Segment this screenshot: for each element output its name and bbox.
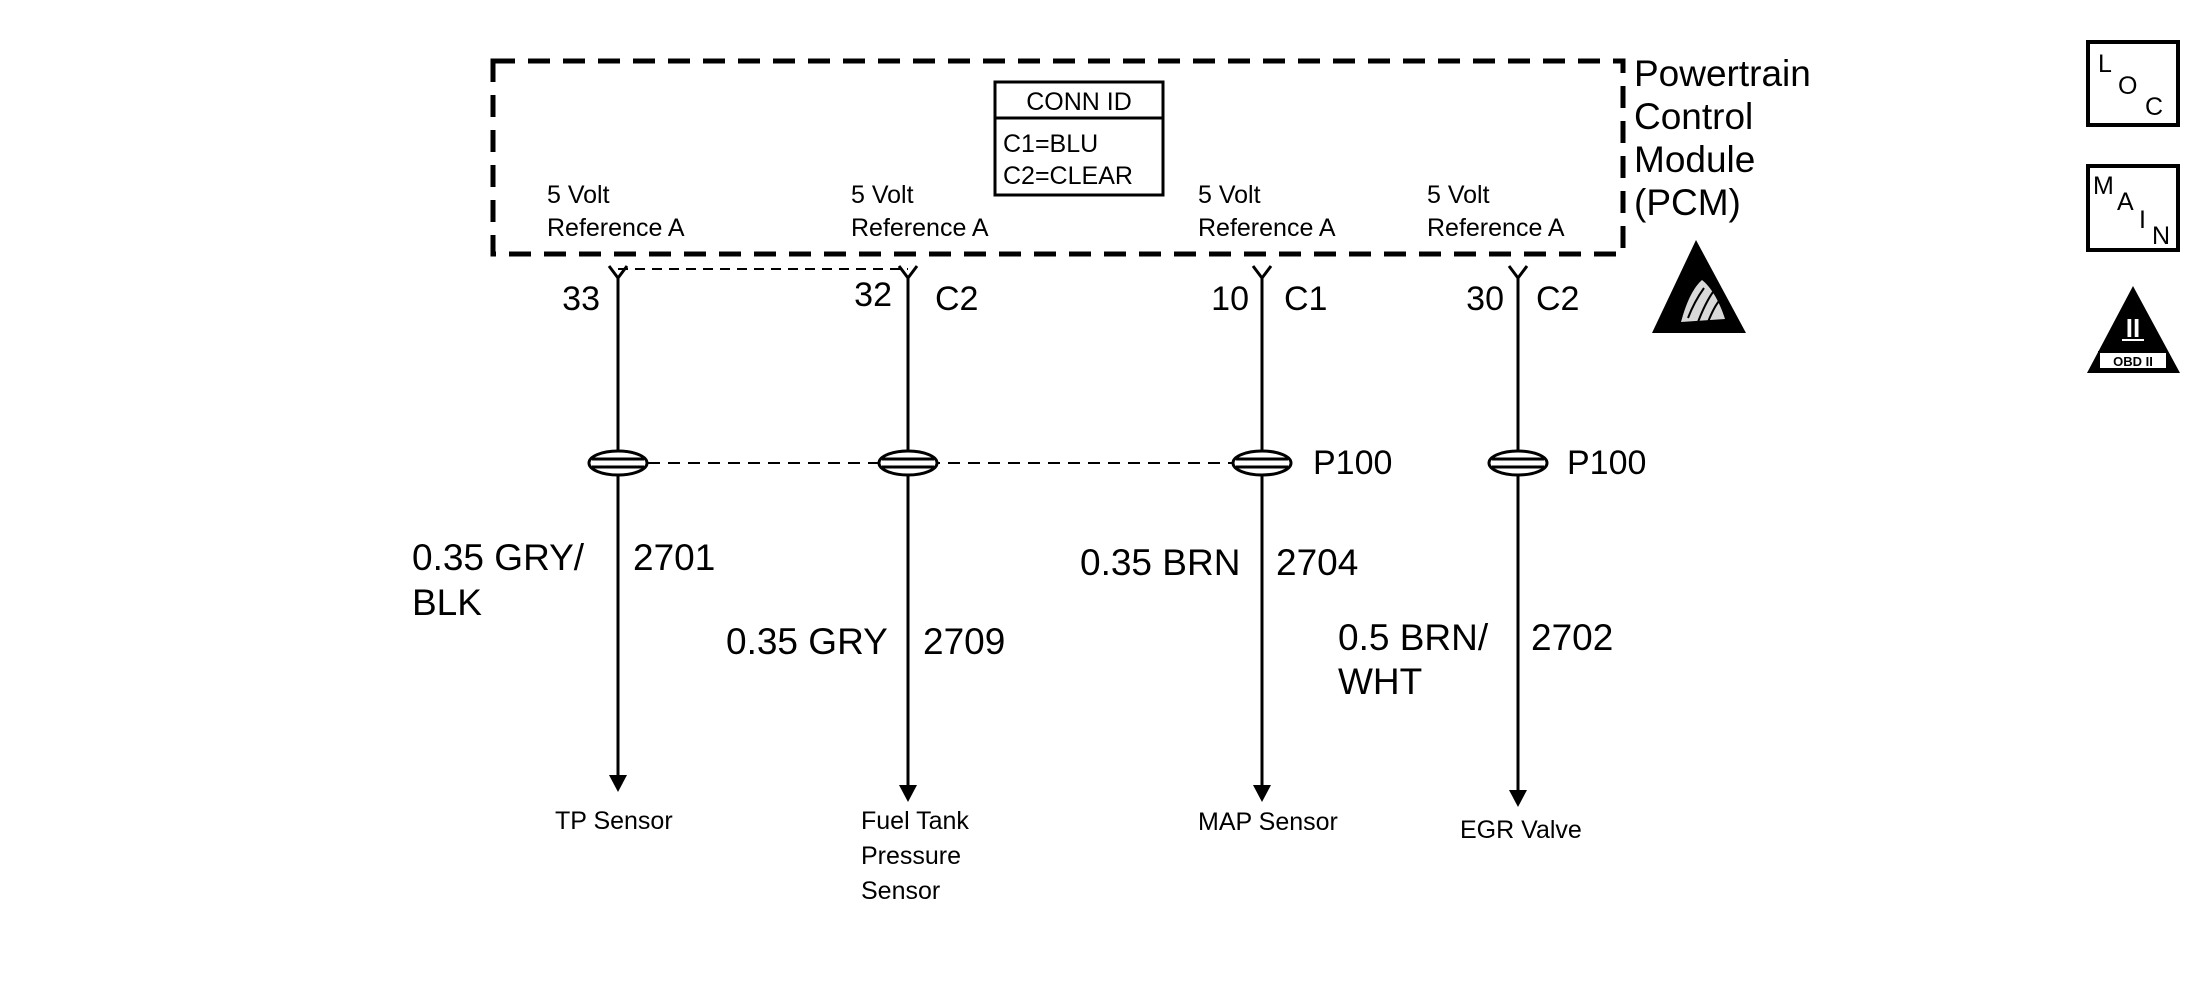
wire-color-label: WHT <box>1338 661 1422 702</box>
loc-letter: C <box>2145 93 2163 121</box>
component-label: Sensor <box>861 877 940 905</box>
module-name-line: Module <box>1634 139 1755 180</box>
circuit-tp-sensor: 5 Volt Reference A 33 0.35 GRY/ BLK 2701… <box>412 181 715 835</box>
obd-roman-numeral: II <box>2126 313 2140 343</box>
pcm-module-boundary <box>490 58 1626 257</box>
reference-label: Reference A <box>1427 214 1565 242</box>
connector-pin-symbol <box>607 264 629 280</box>
splice-id: P100 <box>1567 444 1646 482</box>
component-label: TP Sensor <box>555 807 673 835</box>
circuit-map-sensor: 5 Volt Reference A 10 C1 P100 0.35 BRN 2… <box>1080 181 1392 836</box>
component-label: Pressure <box>861 842 961 870</box>
conn-id-title: CONN ID <box>1026 88 1132 116</box>
component-label: EGR Valve <box>1460 816 1582 844</box>
reference-label: Reference A <box>547 214 685 242</box>
loc-icon[interactable]: L O C <box>2086 40 2180 127</box>
main-letter: A <box>2117 188 2134 216</box>
wire-color-label: BLK <box>412 582 482 623</box>
main-letter: N <box>2152 222 2170 250</box>
reference-label: 5 Volt <box>1427 181 1490 209</box>
pin-number: 10 <box>1211 280 1249 318</box>
reference-label: Reference A <box>851 214 989 242</box>
splice-id: P100 <box>1313 444 1392 482</box>
reference-label: Reference A <box>1198 214 1336 242</box>
splice-symbol <box>1231 449 1293 477</box>
circuit-egr-valve: 5 Volt Reference A 30 C2 P100 0.5 BRN/ W… <box>1338 181 1646 844</box>
pin-number: 32 <box>854 276 892 314</box>
wire-color-label: 0.35 GRY <box>726 621 888 662</box>
module-name-line: Powertrain <box>1634 53 1811 94</box>
main-letter: I <box>2139 206 2146 234</box>
pin-number: 30 <box>1466 280 1504 318</box>
circuit-number: 2704 <box>1276 542 1358 583</box>
module-name-line: Control <box>1634 96 1753 137</box>
reference-label: 5 Volt <box>1198 181 1261 209</box>
component-label: MAP Sensor <box>1198 808 1338 836</box>
pin-number: 33 <box>562 280 600 318</box>
reference-label: 5 Volt <box>547 181 610 209</box>
connector-pin-symbol <box>1251 264 1273 280</box>
obd-label: OBD II <box>2113 354 2153 369</box>
wire-end-arrow <box>609 775 627 792</box>
connector-pin-symbol <box>897 264 919 280</box>
splice-symbol <box>587 449 649 477</box>
wire-end-arrow <box>899 785 917 802</box>
conn-id-line: C1=BLU <box>1003 130 1098 158</box>
loc-letter: L <box>2098 50 2112 78</box>
conn-id-line: C2=CLEAR <box>1003 162 1133 190</box>
wire-color-label: 0.35 GRY/ <box>412 537 585 578</box>
conn-id-box: CONN ID C1=BLU C2=CLEAR <box>993 80 1165 197</box>
circuit-fuel-tank-pressure-sensor: 5 Volt Reference A 32 C2 0.35 GRY 2709 F… <box>726 181 1005 905</box>
circuit-number: 2701 <box>633 537 715 578</box>
splice-symbol <box>1487 449 1549 477</box>
reference-label: 5 Volt <box>851 181 914 209</box>
obd-ii-icon[interactable]: II OBD II <box>2087 286 2180 373</box>
loc-letter: O <box>2118 72 2137 100</box>
component-label: Fuel Tank <box>861 807 969 835</box>
circuit-number: 2702 <box>1531 617 1613 658</box>
connector-id: C2 <box>935 280 978 318</box>
wire-color-label: 0.5 BRN/ <box>1338 617 1489 658</box>
splice-symbol <box>877 449 939 477</box>
connector-pin-symbol <box>1507 264 1529 280</box>
connector-id: C2 <box>1536 280 1579 318</box>
module-name: Powertrain Control Module (PCM) <box>1634 53 1811 223</box>
connector-id: C1 <box>1284 280 1327 318</box>
wire-end-arrow <box>1509 790 1527 807</box>
wire-end-arrow <box>1253 785 1271 802</box>
module-name-line: (PCM) <box>1634 182 1741 223</box>
circuit-number: 2709 <box>923 621 1005 662</box>
main-letter: M <box>2093 172 2114 200</box>
wire-color-label: 0.35 BRN <box>1080 542 1240 583</box>
main-icon[interactable]: M A I N <box>2086 164 2180 252</box>
esd-warning-icon <box>1652 240 1746 333</box>
